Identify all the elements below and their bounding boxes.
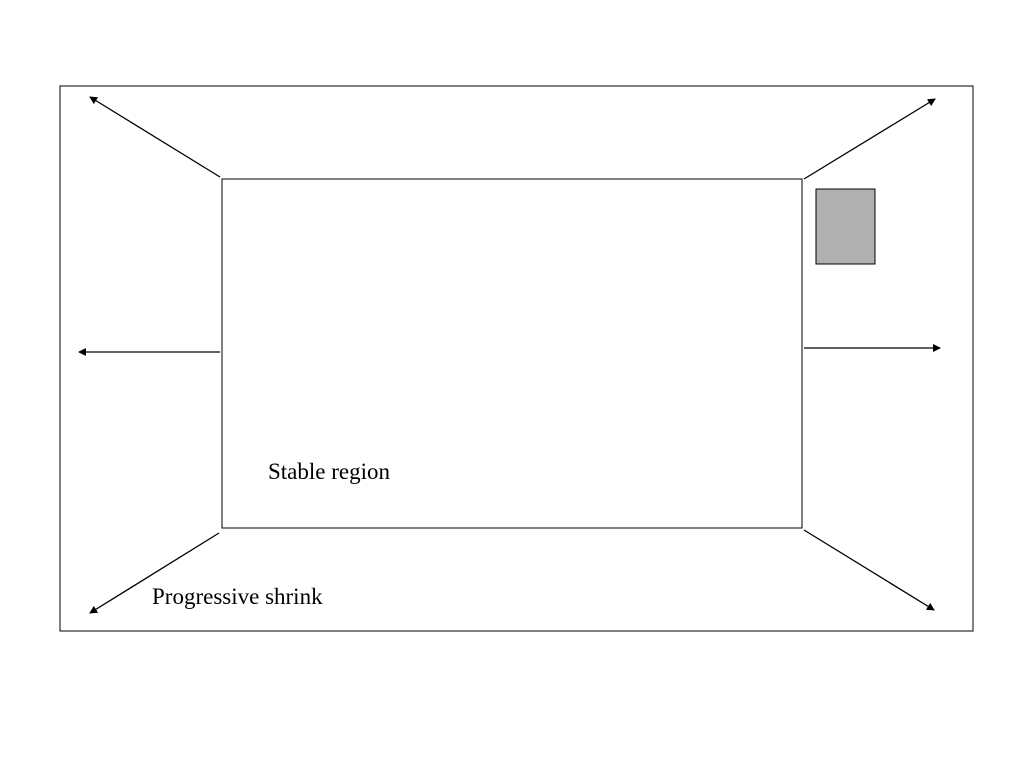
progressive-shrink-label: Progressive shrink <box>152 584 323 609</box>
outer-boundary <box>59 85 974 632</box>
arrow-top-right <box>803 98 936 180</box>
arrow-top-left <box>89 96 221 178</box>
stable-region-box <box>221 178 803 529</box>
arrow-bottom-left <box>89 532 220 614</box>
arrow-bottom-right <box>803 529 935 611</box>
gray-marker-block <box>815 188 876 265</box>
stable-region-label: Stable region <box>268 459 390 484</box>
